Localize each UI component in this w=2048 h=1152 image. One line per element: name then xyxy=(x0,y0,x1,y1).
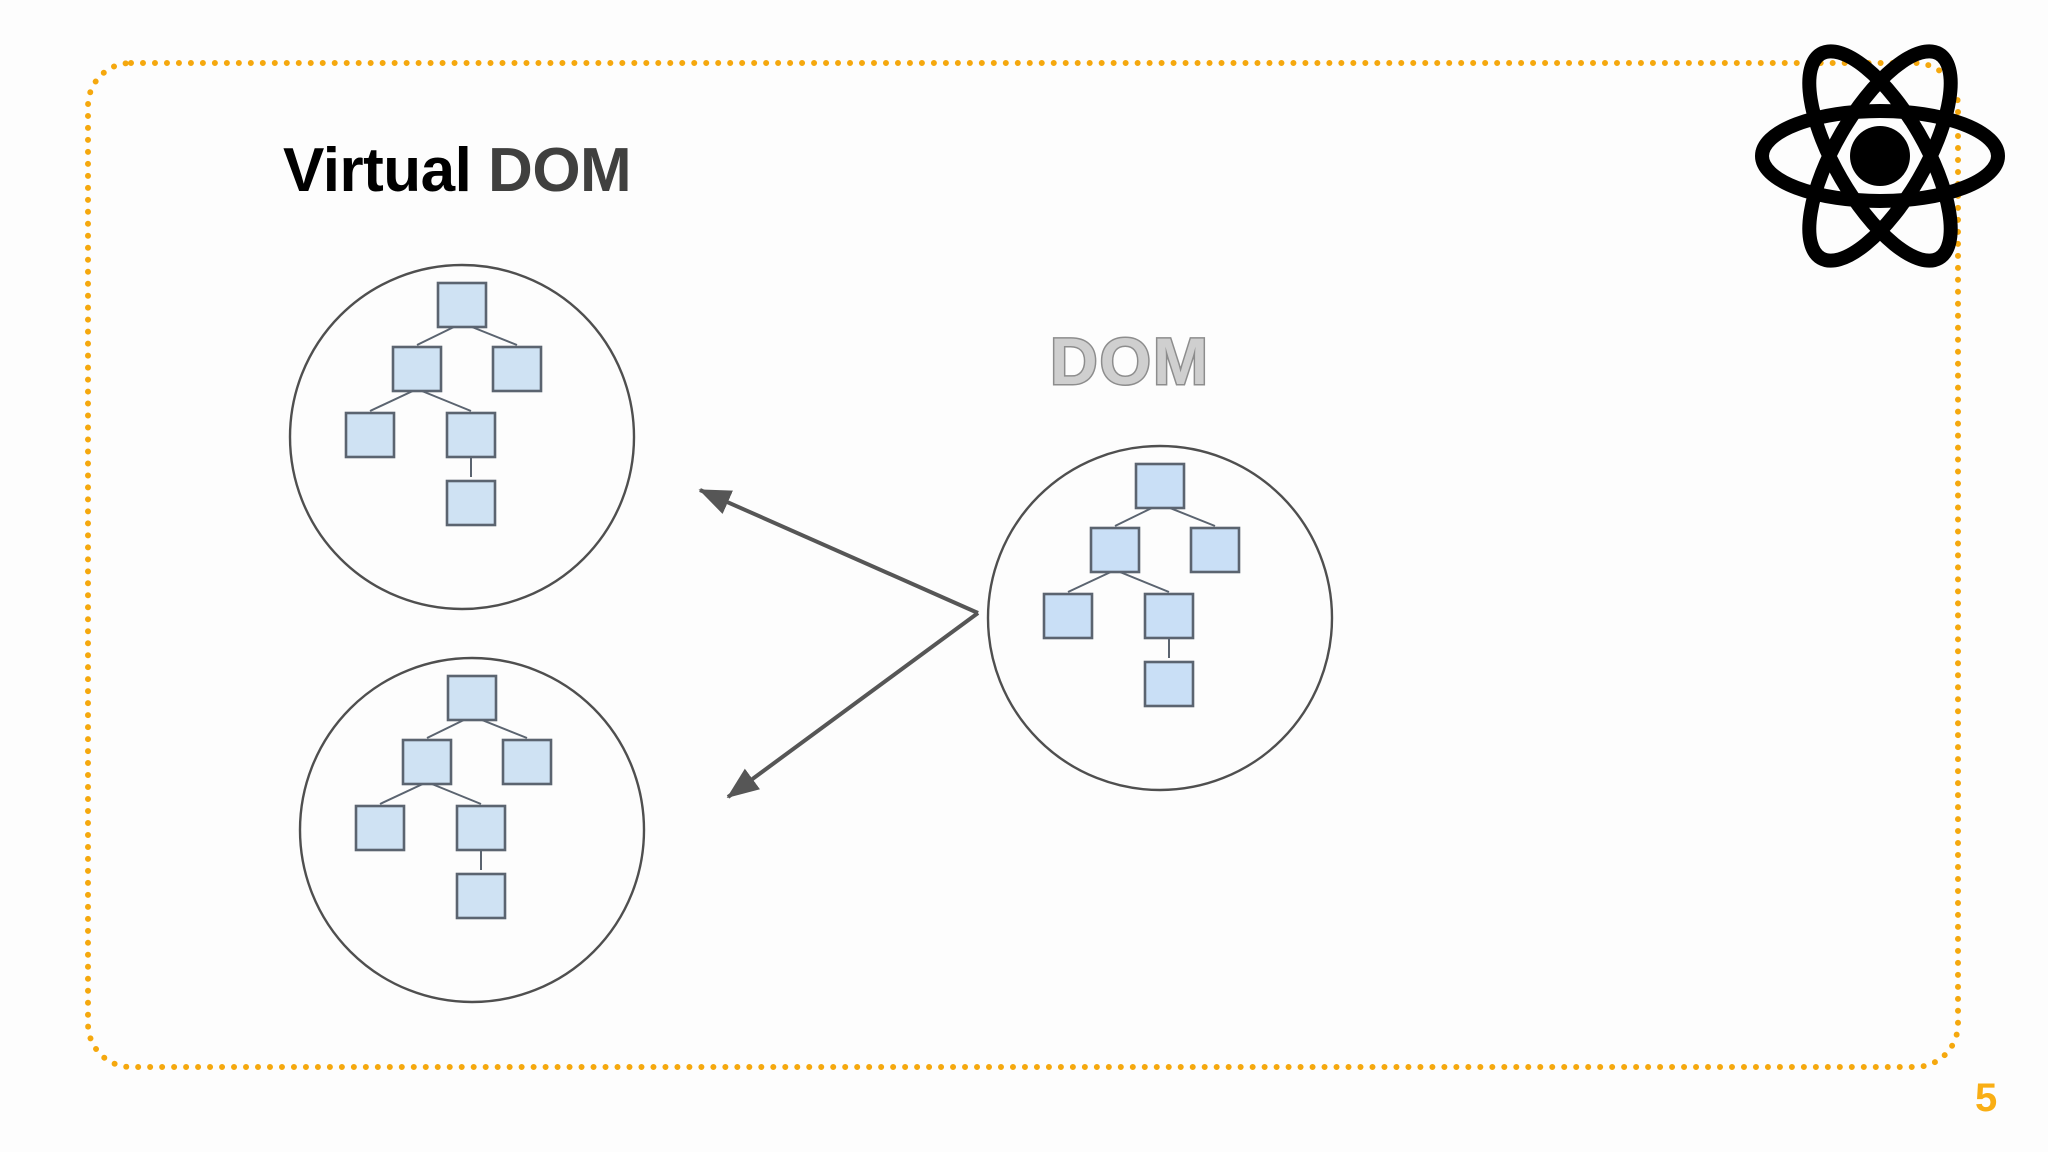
tree-circle-outline xyxy=(298,656,646,1004)
arrow-to-bottom-tree xyxy=(726,611,980,799)
tree-node-root xyxy=(436,281,488,329)
page-number: 5 xyxy=(1975,1076,1998,1120)
arrow-to-top-tree xyxy=(698,488,979,615)
tree-node-leaf-deep xyxy=(445,479,497,527)
tree-node-child-right xyxy=(491,345,543,393)
tree-nodes xyxy=(1042,462,1241,708)
tree-nodes xyxy=(354,674,553,920)
page-title: Virtual DOM xyxy=(283,140,632,202)
virtual-dom-tree-bottom xyxy=(298,656,646,1004)
tree-node-leaf-right xyxy=(1143,592,1195,640)
react-logo-icon xyxy=(1755,44,2005,268)
dom-outline-label: DOM xyxy=(1049,324,1210,398)
tree-node-leaf-right xyxy=(445,411,497,459)
tree-node-root xyxy=(446,674,498,722)
tree-node-child-right xyxy=(1189,526,1241,574)
tree-node-child-left xyxy=(401,738,453,786)
tree-node-leaf-deep xyxy=(455,872,507,920)
tree-node-child-left xyxy=(1089,526,1141,574)
dom-arrows xyxy=(698,488,980,799)
virtual-dom-tree-top xyxy=(288,263,636,611)
tree-node-child-right xyxy=(501,738,553,786)
tree-node-leaf-left xyxy=(344,411,396,459)
tree-node-leaf-right xyxy=(455,804,507,852)
tree-nodes xyxy=(344,281,543,527)
title-dom: DOM xyxy=(488,136,632,205)
tree-node-leaf-deep xyxy=(1143,660,1195,708)
tree-circle-outline xyxy=(288,263,636,611)
real-dom-tree xyxy=(986,444,1334,792)
react-logo-nucleus xyxy=(1850,126,1910,186)
tree-circle-outline xyxy=(986,444,1334,792)
tree-node-root xyxy=(1134,462,1186,510)
tree-node-leaf-left xyxy=(354,804,406,852)
tree-node-child-left xyxy=(391,345,443,393)
title-virtual: Virtual xyxy=(283,136,472,205)
tree-node-leaf-left xyxy=(1042,592,1094,640)
